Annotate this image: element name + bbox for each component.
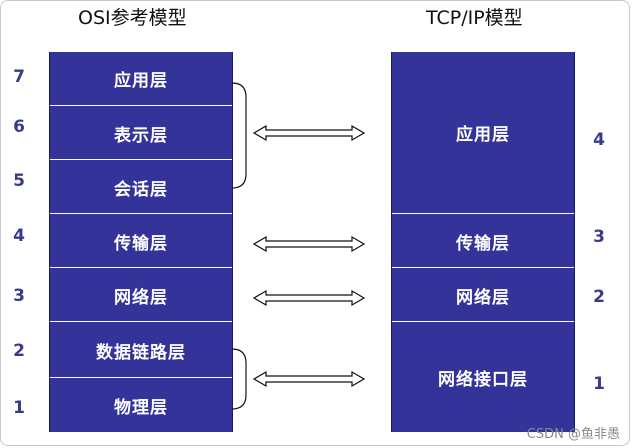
tcpip-number-1: 1 — [593, 374, 605, 394]
osi-layer-application: 应用层 — [114, 71, 168, 91]
tcpip-number-4: 4 — [593, 130, 605, 150]
tcpip-title: TCP/IP模型 — [426, 7, 523, 29]
tcpip-layer-application: 应用层 — [456, 125, 510, 145]
osi-title: OSI参考模型 — [78, 7, 187, 29]
osi-number-6: 6 — [13, 117, 25, 137]
osi-layer-presentation: 表示层 — [50, 105, 232, 160]
osi-number-1: 1 — [13, 398, 25, 418]
osi-number-3: 3 — [13, 286, 25, 306]
tcpip-number-2: 2 — [593, 287, 605, 307]
double-arrow-network-interface — [252, 370, 366, 388]
bracket-upper-osi — [231, 82, 247, 189]
double-arrow-transport — [252, 235, 366, 253]
bracket-lower-osi — [231, 348, 247, 410]
osi-layer-physical: 物理层 — [50, 377, 232, 433]
double-arrow-application — [252, 124, 366, 142]
osi-number-4: 4 — [13, 226, 25, 246]
osi-number-7: 7 — [13, 67, 25, 87]
osi-number-2: 2 — [13, 341, 25, 361]
osi-number-5: 5 — [13, 171, 25, 191]
tcpip-layer-internet: 网络层 — [392, 267, 574, 322]
tcpip-layer-network-interface: 网络接口层 — [392, 321, 574, 433]
osi-stack: 应用层 表示层 会话层 传输层 网络层 数据链路层 物理层 — [49, 52, 233, 432]
double-arrow-network — [252, 289, 366, 307]
tcpip-stack: 应用层 传输层 网络层 网络接口层 — [391, 52, 575, 432]
tcpip-number-3: 3 — [593, 227, 605, 247]
osi-layer-network: 网络层 — [50, 267, 232, 322]
watermark-text: CSDN @鱼非愚 — [526, 427, 620, 442]
osi-layer-transport: 传输层 — [50, 213, 232, 268]
osi-layer-data-link: 数据链路层 — [50, 321, 232, 378]
tcpip-layer-transport: 传输层 — [392, 213, 574, 268]
osi-layer-session: 会话层 — [50, 159, 232, 214]
